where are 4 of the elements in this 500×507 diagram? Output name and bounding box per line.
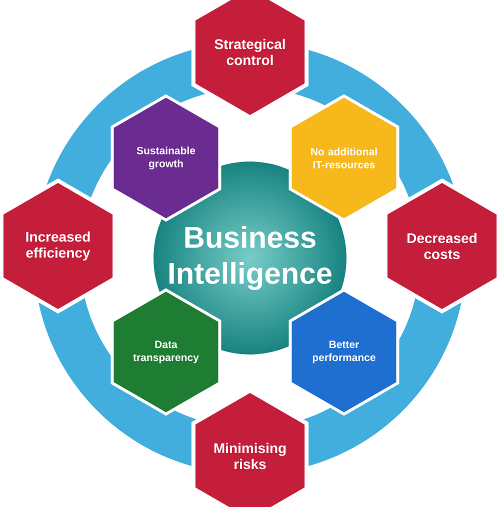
hexagon: No additional IT-resources (288, 94, 400, 222)
hexagon: Sustainable growth (110, 94, 222, 222)
hexagon: Data transparency (110, 288, 222, 416)
hexagon: Better performance (288, 288, 400, 416)
